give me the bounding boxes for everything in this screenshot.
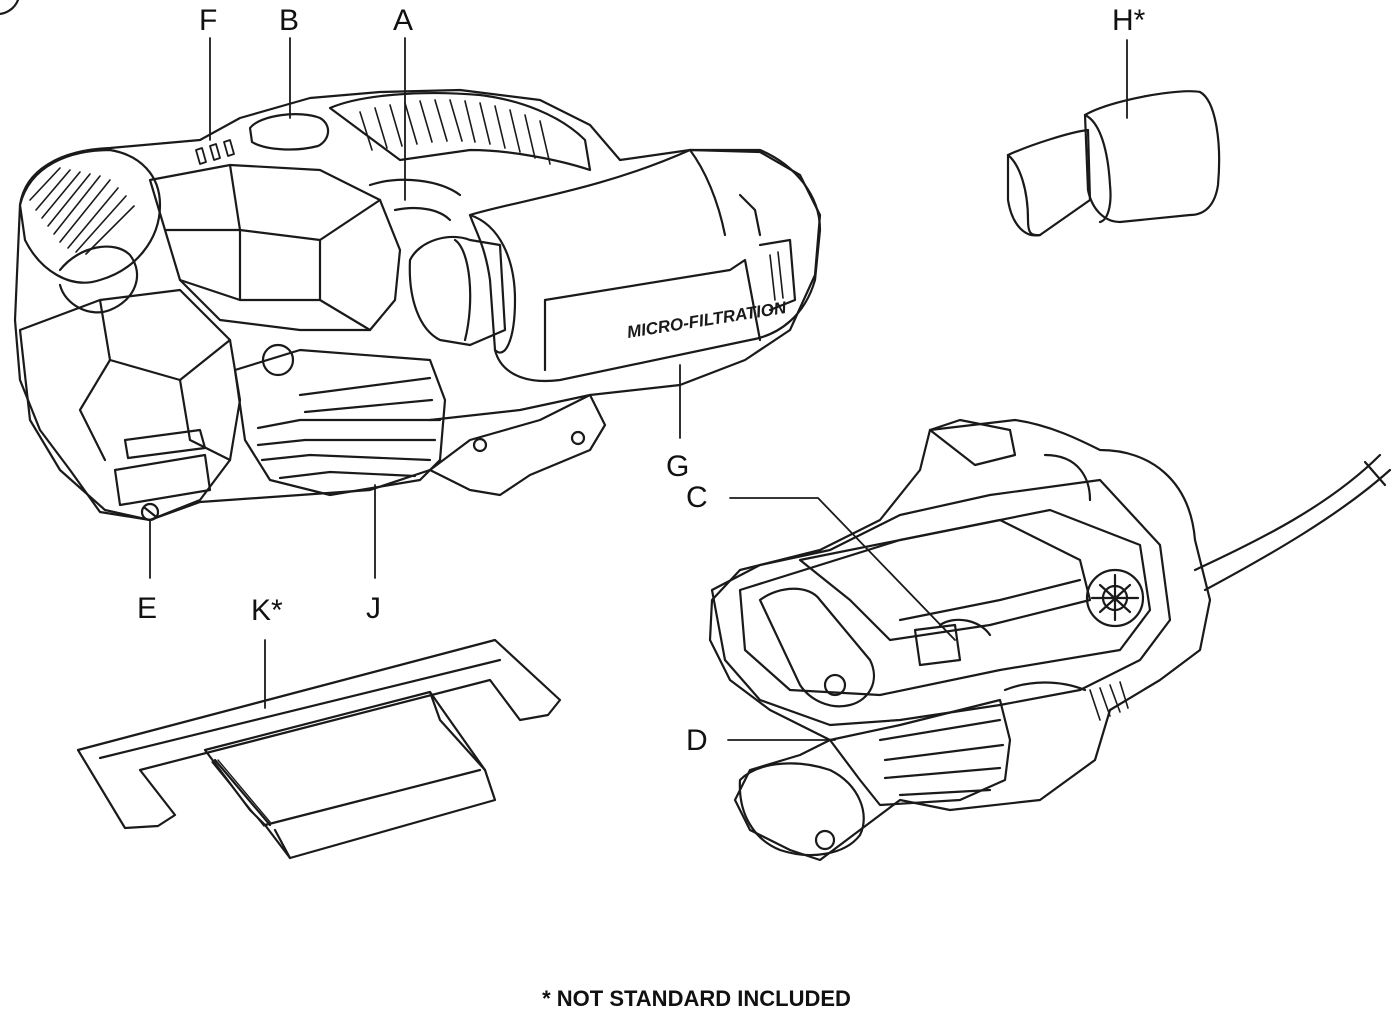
label-g: G	[666, 450, 690, 483]
belt-sander-underside-view	[708, 418, 1392, 862]
label-k: K*	[251, 594, 283, 627]
belt-sander-side-view	[13, 88, 822, 522]
leader-c	[729, 497, 956, 641]
label-e: E	[137, 592, 158, 625]
label-h: H*	[1112, 4, 1146, 37]
label-b: B	[279, 4, 300, 37]
footnote: * NOT STANDARD INCLUDED	[542, 986, 851, 1011]
leader-lines	[149, 37, 1128, 741]
micro-filtration-text: MICRO-FILTRATION	[626, 298, 789, 342]
dust-plate-k	[76, 638, 562, 860]
label-a: A	[393, 4, 414, 37]
label-d: D	[686, 724, 708, 757]
label-j: J	[366, 592, 381, 625]
label-c: C	[686, 481, 708, 514]
label-f: F	[199, 4, 218, 37]
dust-adaptor-h	[1006, 90, 1221, 237]
corner-mark	[0, 0, 20, 15]
